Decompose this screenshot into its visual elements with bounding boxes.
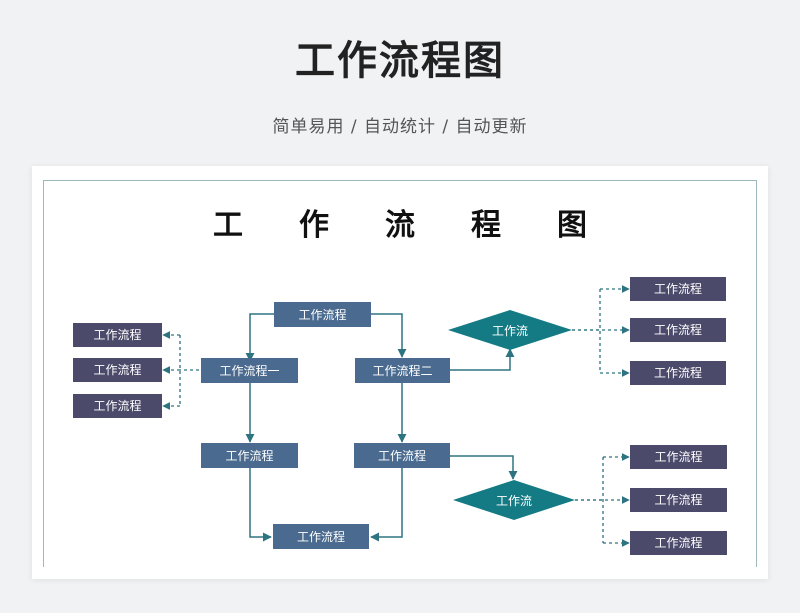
node-right-mid-label: 工作流程 bbox=[378, 448, 426, 463]
node-right-main-label: 工作流程二 bbox=[372, 363, 432, 378]
node-left-side-2: 工作流程 bbox=[73, 358, 162, 382]
node-bottom-label: 工作流程 bbox=[297, 529, 345, 544]
node-left-side-2-label: 工作流程 bbox=[93, 362, 141, 377]
diagram-title: 工作流程图 bbox=[213, 208, 643, 243]
node-right-bottom-2-label: 工作流程 bbox=[654, 492, 702, 507]
node-right-top-3: 工作流程 bbox=[630, 361, 726, 385]
node-left-main-label: 工作流程一 bbox=[219, 363, 279, 378]
flowchart: 工作流程 工作流程一 工作流程二 工作流程 工作流程 工作流程 bbox=[73, 277, 727, 555]
node-left-side-3: 工作流程 bbox=[73, 394, 162, 418]
node-right-top-1: 工作流程 bbox=[630, 277, 726, 301]
node-left-side-1: 工作流程 bbox=[73, 323, 162, 347]
connector-top-to-right bbox=[371, 313, 407, 358]
node-right-bottom-2: 工作流程 bbox=[630, 488, 727, 512]
node-left-mid: 工作流程 bbox=[201, 443, 298, 468]
node-left-mid-label: 工作流程 bbox=[225, 448, 273, 463]
decision-2-label: 工作流 bbox=[496, 494, 532, 508]
node-right-mid: 工作流程 bbox=[354, 443, 450, 468]
connector-top-to-left bbox=[245, 313, 274, 362]
node-left-side-3-label: 工作流程 bbox=[93, 398, 141, 413]
node-right-bottom-1: 工作流程 bbox=[630, 445, 727, 469]
connector-left-mid-to-bottom bbox=[249, 468, 272, 542]
node-right-top-1-label: 工作流程 bbox=[654, 281, 702, 296]
node-right-bottom-1-label: 工作流程 bbox=[654, 449, 702, 464]
node-right-top-2-label: 工作流程 bbox=[654, 322, 702, 337]
dashed-connectors bbox=[162, 285, 630, 547]
page-subtitle: 简单易用 / 自动统计 / 自动更新 bbox=[272, 117, 528, 137]
connector-right-mid-to-bottom bbox=[370, 468, 403, 542]
diagram-card: 工作流程图 bbox=[32, 166, 768, 579]
decision-2: 工作流 bbox=[453, 480, 575, 520]
connector-right-main-to-decision-1 bbox=[450, 348, 515, 371]
node-right-top-2: 工作流程 bbox=[630, 318, 726, 342]
decision-1: 工作流 bbox=[448, 310, 572, 350]
diagram-frame bbox=[43, 180, 757, 567]
node-top-label: 工作流程 bbox=[298, 307, 346, 322]
solid-connectors bbox=[245, 313, 518, 542]
node-right-bottom-3: 工作流程 bbox=[630, 531, 727, 555]
decision-1-label: 工作流 bbox=[492, 324, 528, 338]
node-right-main: 工作流程二 bbox=[355, 358, 450, 383]
node-left-side-1-label: 工作流程 bbox=[93, 327, 141, 342]
page-title: 工作流程图 bbox=[295, 38, 505, 84]
node-left-main: 工作流程一 bbox=[201, 358, 298, 383]
node-right-top-3-label: 工作流程 bbox=[654, 365, 702, 380]
node-top: 工作流程 bbox=[274, 302, 371, 327]
node-right-bottom-3-label: 工作流程 bbox=[654, 535, 702, 550]
node-bottom: 工作流程 bbox=[273, 524, 369, 549]
connector-right-mid-to-decision-2 bbox=[450, 455, 518, 480]
